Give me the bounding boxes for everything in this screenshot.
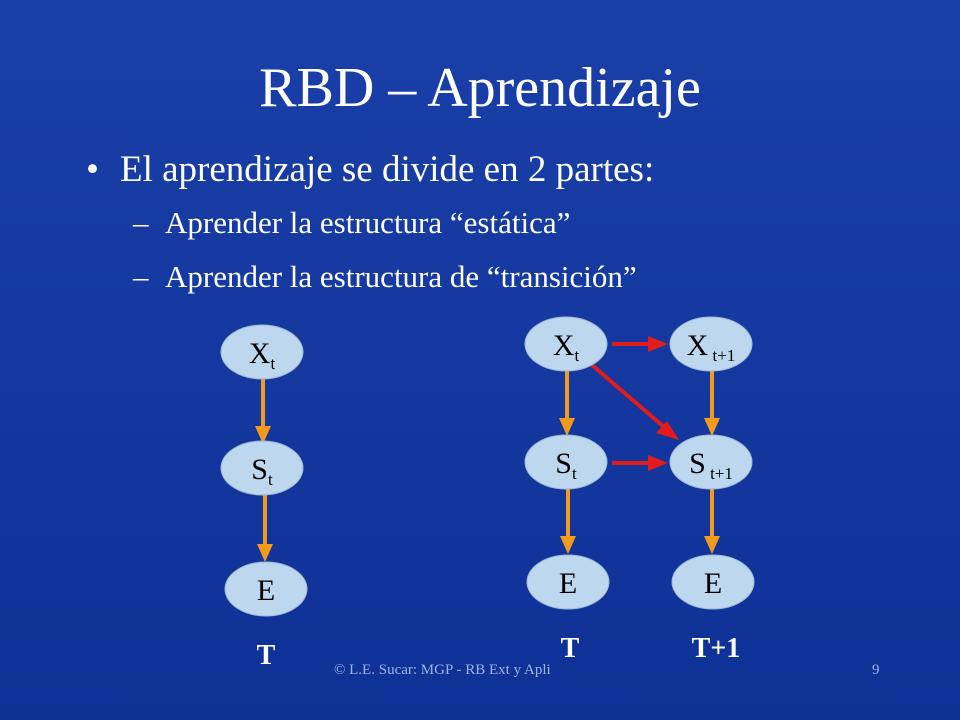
svg-text:E: E: [704, 567, 722, 600]
subbullet-transition: –Aprender la estructura de “transición”: [133, 258, 637, 296]
node-right-st1: S t+1: [669, 434, 753, 490]
node-mid-e: E: [526, 554, 610, 610]
label-mid-t: T: [561, 633, 580, 664]
label-left-t: T: [257, 640, 276, 671]
subbullet-static: –Aprender la estructura “estática”: [133, 204, 570, 242]
svg-text:E: E: [257, 574, 275, 607]
bullet-marker: •: [86, 149, 99, 190]
node-left-st: St: [220, 440, 304, 496]
page-number: 9: [872, 662, 880, 678]
bullet-text: El aprendizaje se divide en 2 partes:: [120, 149, 655, 190]
subbullet-text: Aprender la estructura de “transición”: [165, 259, 637, 294]
svg-text:X t+1: X t+1: [687, 329, 736, 365]
node-mid-xt: Xt: [524, 316, 608, 372]
edge-transition-st-st1: [612, 455, 668, 471]
edge-transition-xt-xt1: [612, 336, 668, 352]
footer-credit: © L.E. Sucar: MGP - RB Ext y Apli: [334, 662, 551, 678]
edge-right-st1-e: [704, 488, 720, 554]
edge-right-xt1-st1: [704, 370, 720, 436]
node-right-xt1: X t+1: [669, 316, 753, 372]
svg-text:E: E: [559, 567, 577, 600]
bullet-main: • El aprendizaje se divide en 2 partes:: [86, 148, 654, 192]
slide-title: RBD – Aprendizaje: [259, 57, 701, 119]
node-left-e: E: [224, 561, 308, 617]
edge-left-st-e: [257, 494, 273, 562]
subbullet-marker: –: [133, 259, 149, 294]
edge-transition-xt-st1: [590, 363, 679, 440]
svg-text:Xt: Xt: [249, 337, 276, 373]
svg-text:St: St: [251, 453, 273, 489]
svg-text:Xt: Xt: [553, 329, 580, 365]
edge-left-xt-st: [255, 378, 271, 444]
subbullet-text: Aprender la estructura “estática”: [165, 205, 571, 240]
svg-text:St: St: [555, 447, 577, 483]
node-mid-st: St: [524, 434, 608, 490]
edge-mid-st-e: [560, 488, 576, 554]
node-left-xt: Xt: [220, 324, 304, 380]
edge-mid-xt-st: [559, 370, 575, 436]
svg-text:S t+1: S t+1: [689, 447, 733, 483]
label-right-t1: T+1: [692, 633, 741, 664]
subbullet-marker: –: [133, 205, 149, 240]
node-right-e: E: [671, 554, 755, 610]
